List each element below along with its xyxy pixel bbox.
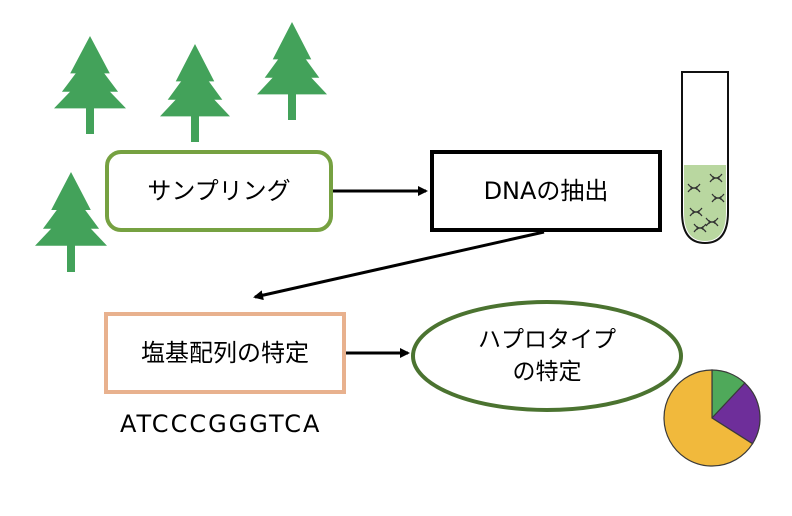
dna-helix xyxy=(705,217,719,227)
dna-helix xyxy=(693,223,707,233)
sequencing-label: 塩基配列の特定 xyxy=(141,338,309,367)
sequence-example: ATCCCGGGTCA xyxy=(120,410,322,438)
trees-group xyxy=(35,22,327,272)
sampling-label: サンプリング xyxy=(147,176,291,205)
dna-helix xyxy=(709,173,723,183)
dna-extraction-box xyxy=(430,150,662,232)
dna-helix xyxy=(689,207,703,217)
dna-helix xyxy=(687,183,701,193)
pie-slice xyxy=(711,382,761,445)
haplotype-ellipse xyxy=(411,300,683,412)
dna-icon xyxy=(687,173,725,233)
tree-icon xyxy=(54,36,126,134)
test-tube-icon xyxy=(681,71,729,245)
tree-icon xyxy=(257,22,327,120)
tree-icon xyxy=(160,44,230,142)
haplotype-label-line2: の特定 xyxy=(512,359,582,385)
pie-chart-icon xyxy=(663,369,761,467)
dna-extraction-label: DNAの抽出 xyxy=(483,176,609,205)
arrow-dna-to-sequencing xyxy=(253,230,545,301)
tree-icon xyxy=(35,172,107,272)
haplotype-label-line1: ハプロタイプ xyxy=(478,326,616,353)
haplotype-label: ハプロタイプ の特定 xyxy=(415,304,679,408)
sampling-box xyxy=(105,150,333,232)
dna-helix xyxy=(711,193,725,203)
pie-slice xyxy=(663,369,754,467)
sequencing-box xyxy=(104,312,346,394)
